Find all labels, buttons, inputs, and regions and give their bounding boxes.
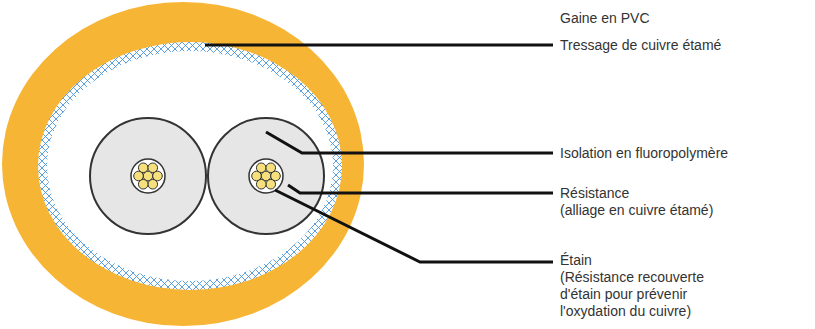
insulation (90, 118, 206, 234)
label-resistance: Résistance (560, 185, 629, 202)
label-insulation: Isolation en fluoropolymère (560, 145, 728, 162)
strand (148, 179, 158, 189)
label-jacket: Gaine en PVC (560, 10, 650, 27)
label-tin-note: (Résistance recouverte d'étain pour prév… (560, 269, 728, 320)
conductors (90, 118, 324, 234)
braid-inner (47, 51, 333, 281)
leader-lines (205, 45, 553, 262)
strand (256, 163, 266, 173)
conductor (249, 159, 283, 193)
strand (266, 179, 276, 189)
strand (138, 163, 148, 173)
label-braid: Tressage de cuivre étamé (560, 37, 721, 54)
conductor (131, 159, 165, 193)
strand (148, 163, 158, 173)
label-resistance-note: (alliage en cuivre étamé) (560, 202, 713, 219)
copper-braid (38, 42, 342, 290)
pvc-jacket (2, 2, 364, 326)
strand (266, 163, 276, 173)
insulation (208, 118, 324, 234)
label-tin: Étain (560, 252, 592, 269)
